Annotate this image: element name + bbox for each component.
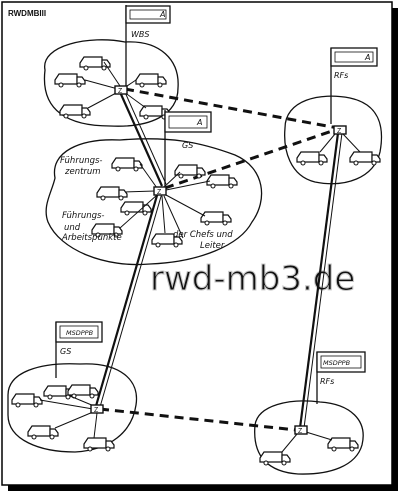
flag-gs-center [164, 111, 212, 133]
node-marker-wbs: Z [118, 88, 123, 95]
cluster-rfs-bottom: Z MSDPPB RFs [254, 351, 366, 475]
label-fuehrungszentrum-line2: zentrum [64, 167, 101, 177]
label-fuehrungszentrum: Führungs- zentrum [60, 156, 105, 177]
cluster-gs-center: Z A GS Führungs- zentrum Führungs- und A… [45, 110, 263, 266]
cluster-gs-bottom: Z MSDPPB GS [7, 321, 138, 453]
label-fuehrungszentrum-line1: Führungs- [60, 156, 102, 166]
node-name-rfs-top: RFs [334, 71, 348, 80]
flag-label-gs-bottom: MSDPPB [66, 329, 94, 337]
cluster-wbs: Z A WBS [43, 5, 179, 127]
links [94, 87, 343, 432]
dashed-link-wbs-rfs [124, 87, 339, 130]
flag-label-rfs-top: A [364, 53, 370, 62]
label-arbeitspunkte: Führungs- und Arbeitspunkte [61, 211, 122, 243]
flag-label-wbs: A [159, 10, 165, 19]
cluster-rfs-top: Z A RFs [284, 47, 383, 185]
solid-link-gs-gsbottom [94, 191, 160, 407]
node-name-gs-bottom: GS [60, 347, 71, 356]
header-code: RWDMBIII [8, 9, 46, 18]
node-name-rfs-bottom: RFs [320, 377, 334, 386]
node-name-wbs: WBS [131, 30, 149, 39]
flag-rfs-bottom [316, 351, 366, 373]
flag-label-rfs-bottom: MSDPPB [323, 359, 351, 367]
flag-gs-bottom [55, 321, 103, 343]
label-chefs: der Chefs und Leiter [173, 230, 235, 251]
node-marker-rfs-top: Z [337, 128, 342, 135]
label-arbeitspunkte-line1: Führungs- [62, 211, 104, 221]
dashed-link-gsbottom-rfsbottom [99, 407, 297, 432]
watermark-text: rwd-mb3.de [150, 259, 355, 299]
flag-label-gs-center: A [196, 118, 202, 127]
node-name-gs-center: GS [182, 141, 193, 150]
flag-rfs-top [330, 47, 378, 67]
solid-link-rfs-rfsbottom [298, 132, 340, 429]
node-marker-gs-center: Z [157, 189, 162, 196]
node-marker-gs-bottom: Z [94, 407, 99, 414]
node-marker-rfs-bottom: Z [298, 428, 303, 435]
